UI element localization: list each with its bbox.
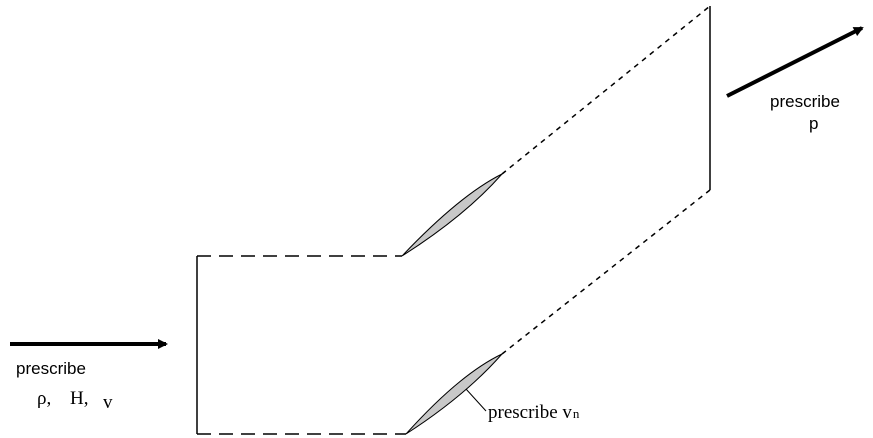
inlet-prescribe-label: prescribe: [16, 359, 86, 378]
inlet-rho-label: ρ,: [37, 388, 51, 409]
upper-blade: [401, 173, 503, 257]
inlet-v-label: v: [103, 392, 113, 413]
lower-wake-boundary: [501, 189, 711, 355]
outlet-prescribe-label: prescribe: [770, 92, 840, 111]
outlet-flow-arrow: [726, 26, 864, 98]
blade-bc-label: prescribe vn: [488, 402, 580, 423]
inlet-h-label: H,: [70, 388, 88, 409]
upper-wake-boundary: [501, 5, 711, 175]
outlet-p-label: p: [809, 114, 818, 133]
blade-bc-leader: [465, 388, 487, 412]
